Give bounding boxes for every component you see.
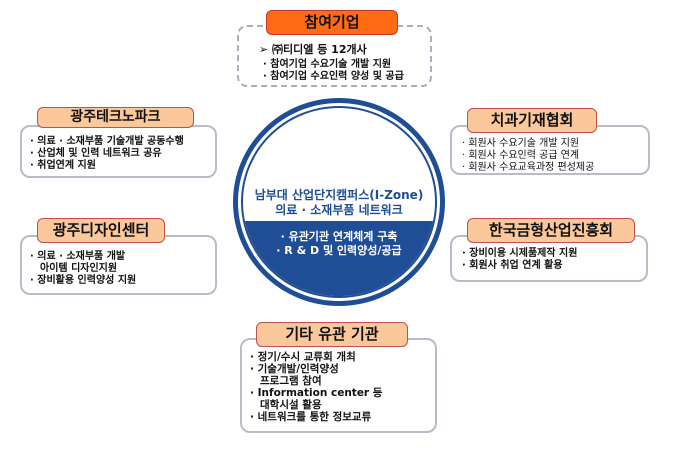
center-item: · R & D 및 인력양성/공급 <box>276 244 402 257</box>
participating-companies-title: 참여기업 <box>266 10 398 35</box>
item: · 참여기업 수요기술 개발 지원 <box>263 59 392 70</box>
gwangju-technopark-title: 광주테크노파크 <box>37 107 194 128</box>
headline: ➢ ㈜티디엘 등 12개사 <box>259 43 367 56</box>
center-title: 남부대 산업단지캠퍼스(I-Zone) 의료 · 소재부품 네트워크 <box>243 188 435 218</box>
other-institutions-box: · 정기/수시 교류회 개최 · 기술개발/인력양성 프로그램 참여 · Inf… <box>240 338 437 433</box>
center-circle: 남부대 산업단지캠퍼스(I-Zone) 의료 · 소재부품 네트워크 · 유관기… <box>233 98 445 306</box>
item: · 산업체 및 인력 네트워크 공유 <box>30 148 162 159</box>
item: · 회원사 수요인력 공급 연계 <box>462 150 580 161</box>
item: · 취업연계 지원 <box>30 160 96 171</box>
item: · 참여기업 수요인력 양성 및 공급 <box>263 71 404 82</box>
mold-industry-title: 한국금형산업진흥회 <box>467 218 635 243</box>
center-item: · 유관기관 연계체계 구축 <box>280 230 398 243</box>
item: · 회원사 수요교육과정 편성제공 <box>462 162 595 173</box>
item: · 장비이용 시제품제작 지원 <box>462 248 578 259</box>
item: · Information center 등 <box>250 387 383 399</box>
item: · 장비활용 인력양성 지원 <box>30 275 137 286</box>
gwangju-technopark-box: · 의료 · 소재부품 기술개발 공동수행 · 산업체 및 인력 네트워크 공유… <box>20 125 217 178</box>
center-items: · 유관기관 연계체계 구축 · R & D 및 인력양성/공급 <box>243 230 435 258</box>
item: 프로그램 참여 <box>260 375 322 387</box>
item: · 의료 · 소재부품 개발 <box>30 251 126 262</box>
item: · 네트워크를 통한 정보교류 <box>250 411 372 423</box>
item: · 정기/수시 교류회 개최 <box>250 351 356 363</box>
center-lower-band <box>243 221 435 296</box>
item: · 의료 · 소재부품 기술개발 공동수행 <box>30 136 184 147</box>
gwangju-design-center-box: · 의료 · 소재부품 개발 아이템 디자인지원 · 장비활용 인력양성 지원 <box>20 235 217 295</box>
gwangju-design-center-title: 광주디자인센터 <box>37 218 165 243</box>
center-title-line: 의료 · 소재부품 네트워크 <box>275 203 403 217</box>
item: · 회원사 수요기술 개발 지원 <box>462 138 580 149</box>
other-institutions-title: 기타 유관 기관 <box>256 322 408 347</box>
item: 아이템 디자인지원 <box>40 263 118 274</box>
item: 대학시설 활용 <box>260 399 322 411</box>
center-title-line: 남부대 산업단지캠퍼스(I-Zone) <box>254 188 424 202</box>
participating-companies-box: ➢ ㈜티디엘 등 12개사 · 참여기업 수요기술 개발 지원 · 참여기업 수… <box>237 25 432 87</box>
item: · 기술개발/인력양성 <box>250 363 339 375</box>
dental-association-title: 치과기재협회 <box>467 108 597 133</box>
item: · 회원사 취업 연계 활용 <box>462 260 563 271</box>
